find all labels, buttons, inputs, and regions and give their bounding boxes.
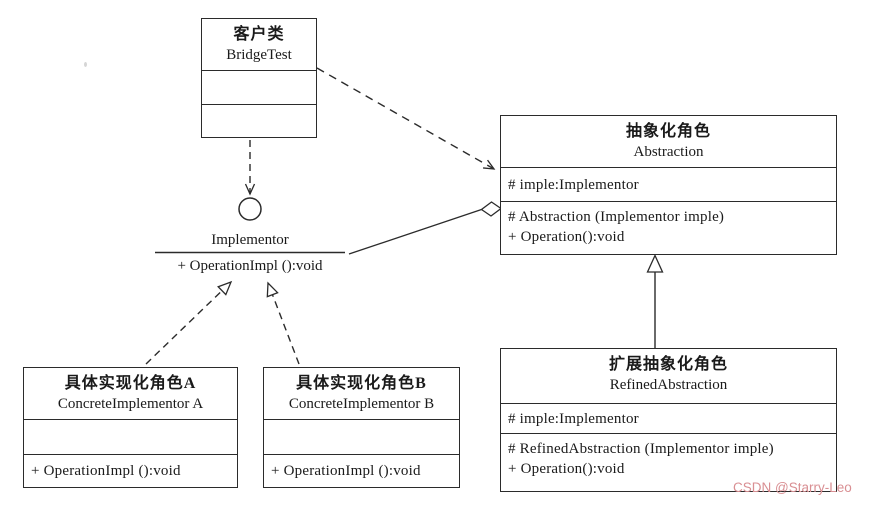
refined-abstraction-name-en: RefinedAbstraction: [609, 377, 728, 393]
concrete-b-methods-compartment: + OperationImpl ():void: [264, 454, 459, 486]
refined-abstraction-method-constructor: # RefinedAbstraction (Implementor imple): [508, 441, 774, 457]
concrete-a-method: + OperationImpl ():void: [31, 462, 181, 479]
implementor-interface-method: + OperationImpl ():void: [177, 258, 323, 274]
refined-abstraction-methods-compartment: # RefinedAbstraction (Implementor imple)…: [501, 433, 836, 490]
abstraction-method-constructor: # Abstraction (Implementor imple): [508, 209, 725, 225]
class-box-bridgetest: 客户类 BridgeTest: [201, 18, 317, 138]
concrete-b-name-en: ConcreteImplementor B: [288, 396, 435, 412]
refined-abstraction-method-operation: + Operation():void: [508, 461, 625, 477]
concrete-a-title: 具体实现化角色A ConcreteImplementor A: [24, 368, 237, 419]
implementor-lollipop-circle: [238, 197, 262, 221]
concrete-b-title: 具体实现化角色B ConcreteImplementor B: [264, 368, 459, 419]
class-box-concrete-implementor-a: 具体实现化角色A ConcreteImplementor A + Operati…: [23, 367, 238, 488]
concrete-a-attributes-compartment: [24, 419, 237, 454]
refined-abstraction-attributes-compartment: # imple:Implementor: [501, 403, 836, 433]
implementor-interface-name: Implementor: [211, 232, 289, 248]
aggregation-line: [348, 208, 482, 255]
csdn-watermark: CSDN @Starry-Leo: [733, 480, 852, 495]
bridgetest-attributes-compartment: [202, 70, 316, 104]
aggregation-diamond: [480, 201, 503, 217]
concrete-b-attributes-compartment: [264, 419, 459, 454]
class-box-concrete-implementor-b: 具体实现化角色B ConcreteImplementor B + Operati…: [263, 367, 460, 488]
abstraction-attribute: # imple:Implementor: [508, 176, 639, 193]
dependency-client-to-abstraction: [316, 67, 496, 170]
abstraction-attributes-compartment: # imple:Implementor: [501, 167, 836, 201]
refined-abstraction-title: 扩展抽象化角色 RefinedAbstraction: [501, 349, 836, 403]
concrete-b-method: + OperationImpl ():void: [271, 462, 421, 479]
realization-a-line: [145, 280, 233, 365]
abstraction-name-cn: 抽象化角色: [625, 123, 711, 140]
concrete-b-name-cn: 具体实现化角色B: [296, 375, 427, 392]
refined-abstraction-attribute: # imple:Implementor: [508, 410, 639, 427]
bridgetest-name-cn: 客户类: [233, 26, 285, 43]
abstraction-methods-compartment: # Abstraction (Implementor imple) + Oper…: [501, 201, 836, 253]
abstraction-name-en: Abstraction: [633, 144, 704, 160]
realization-b-line: [266, 281, 300, 365]
abstraction-method-operation: + Operation():void: [508, 229, 625, 245]
concrete-a-name-cn: 具体实现化角色A: [64, 375, 197, 392]
generalization-triangle: [646, 253, 664, 273]
concrete-a-name-en: ConcreteImplementor A: [57, 396, 204, 412]
abstraction-title: 抽象化角色 Abstraction: [501, 116, 836, 167]
bridgetest-name-en: BridgeTest: [226, 47, 292, 63]
scan-speck: [84, 62, 87, 67]
concrete-a-methods-compartment: + OperationImpl ():void: [24, 454, 237, 486]
bridgetest-title: 客户类 BridgeTest: [202, 19, 316, 70]
class-box-refined-abstraction: 扩展抽象化角色 RefinedAbstraction # imple:Imple…: [500, 348, 837, 492]
bridgetest-methods-compartment: [202, 104, 316, 136]
class-box-abstraction: 抽象化角色 Abstraction # imple:Implementor # …: [500, 115, 837, 255]
refined-abstraction-name-cn: 扩展抽象化角色: [608, 356, 728, 373]
